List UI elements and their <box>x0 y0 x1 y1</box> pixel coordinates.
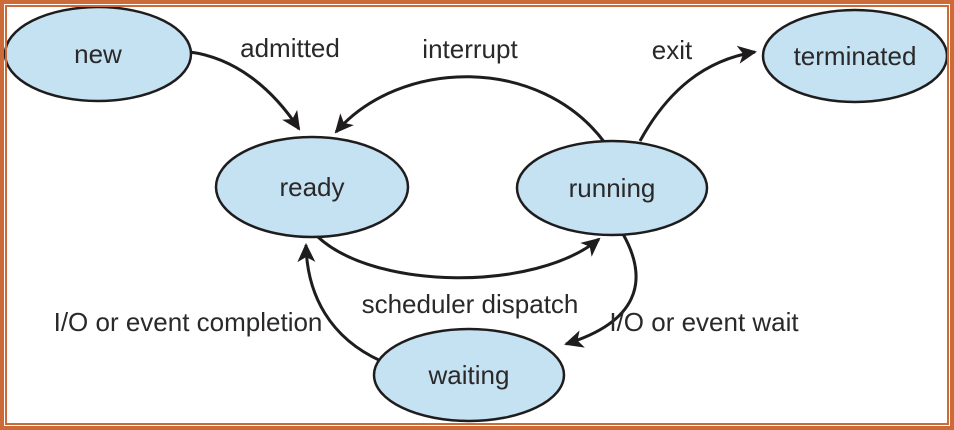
edge-io-or-event-wait-arrow <box>564 233 638 348</box>
state-label-terminated: terminated <box>794 41 917 71</box>
edge-exit-arrow <box>638 45 757 142</box>
state-ellipse-waiting <box>372 327 566 423</box>
edge-label-io-or-event-completion: I/O or event completion <box>54 307 323 337</box>
state-label-waiting: waiting <box>428 360 510 390</box>
edge-interrupt-arrow <box>334 75 607 144</box>
state-label-new: new <box>74 39 122 69</box>
edge-label-interrupt: interrupt <box>422 34 518 64</box>
state-label-running: running <box>569 173 656 203</box>
state-ellipse-ready <box>214 135 410 239</box>
state-node-terminated: terminated <box>761 8 949 104</box>
state-node-running: running <box>515 139 709 237</box>
edge-label-io-or-event-wait: I/O or event wait <box>609 307 799 337</box>
state-node-ready: ready <box>214 135 410 239</box>
state-ellipse-running <box>515 139 709 237</box>
edge-scheduler-dispatch-arrow <box>316 235 601 280</box>
edge-label-exit: exit <box>652 35 693 65</box>
state-label-ready: ready <box>279 172 344 202</box>
state-node-waiting: waiting <box>372 327 566 423</box>
edge-label-admitted: admitted <box>240 33 340 63</box>
edge-io-or-event-completion-arrow <box>297 243 382 363</box>
edge-label-scheduler-dispatch: scheduler dispatch <box>362 289 579 319</box>
edge-admitted-arrow <box>189 50 301 131</box>
state-node-new: new <box>3 5 193 103</box>
